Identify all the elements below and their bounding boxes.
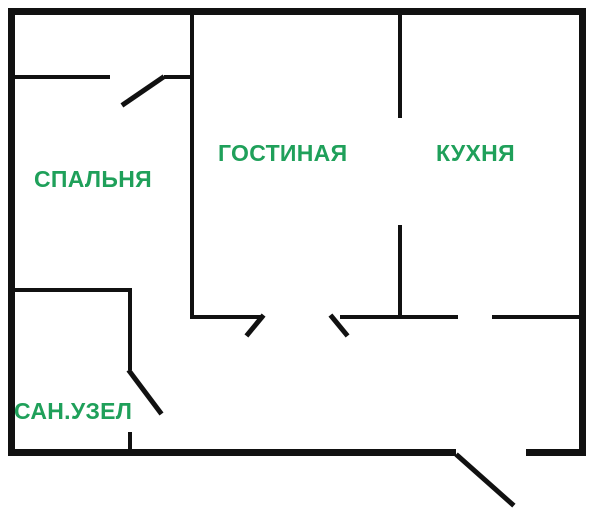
label-kitchen: КУХНЯ xyxy=(436,140,515,166)
door-living-right xyxy=(328,313,350,338)
doors xyxy=(120,74,516,508)
wall-living-bottom-right xyxy=(340,315,402,319)
door-living-left xyxy=(244,313,266,338)
wall-living-bottom-left xyxy=(190,315,262,319)
wall-partition-bottom xyxy=(398,225,402,319)
wall-closet-left xyxy=(12,75,110,79)
label-bedroom: СПАЛЬНЯ xyxy=(34,166,152,192)
door-entrance xyxy=(454,452,516,508)
room-labels: СПАЛЬНЯ ГОСТИНАЯ КУХНЯ САН.УЗЕЛ xyxy=(14,140,515,424)
walls xyxy=(8,8,586,456)
label-bathroom: САН.УЗЕЛ xyxy=(14,398,132,424)
wall-partition-top xyxy=(398,12,402,118)
wall-bottom-left xyxy=(8,449,456,456)
label-living-room: ГОСТИНАЯ xyxy=(218,140,347,166)
door-bathroom xyxy=(126,368,164,416)
wall-left xyxy=(8,8,15,456)
wall-living-left xyxy=(190,12,194,319)
wall-closet-right xyxy=(164,75,194,79)
wall-kitchen-bottom-right xyxy=(492,315,582,319)
wall-top xyxy=(8,8,586,15)
wall-kitchen-bottom-left xyxy=(398,315,458,319)
wall-bottom-right xyxy=(526,449,586,456)
door-closet xyxy=(120,74,166,108)
wall-bathroom-right-upper xyxy=(128,288,132,370)
wall-bathroom-top xyxy=(12,288,132,292)
wall-right xyxy=(579,8,586,456)
wall-bathroom-right-lower xyxy=(128,432,132,452)
